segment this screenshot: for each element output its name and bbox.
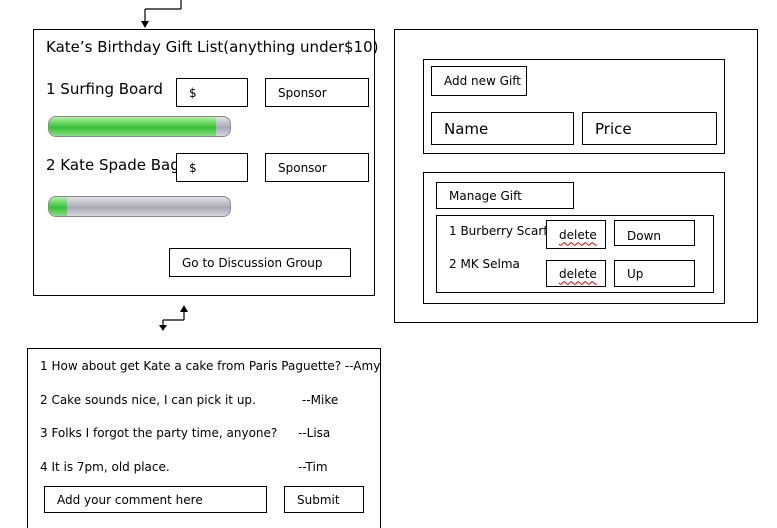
gift-progress-fill [49, 197, 68, 216]
comment-text: 1 How about get Kate a cake from Paris P… [40, 359, 381, 373]
comment-author: --Lisa [298, 426, 331, 440]
gift-name-input[interactable]: Name [431, 112, 574, 145]
move-up-button[interactable]: Up [614, 260, 695, 287]
comment-text: 4 It is 7pm, old place. [40, 460, 170, 474]
managed-gift-label: 1 Burberry Scarf [449, 224, 548, 238]
comment-author: --Mike [302, 393, 339, 407]
comment-author: --Tim [298, 460, 328, 474]
add-gift-button[interactable]: Add new Gift [431, 66, 527, 96]
comment-text: 3 Folks I forgot the party time, anyone? [40, 426, 278, 440]
sponsor-button[interactable]: Sponsor [265, 78, 369, 107]
gift-progress-fill [49, 117, 216, 136]
delete-label: delete [559, 227, 597, 242]
gift-progress-bar [48, 196, 231, 217]
delete-button[interactable]: delete [546, 220, 606, 249]
gift-price-input[interactable]: Price [582, 112, 717, 145]
managed-gift-label: 2 MK Selma [449, 257, 520, 271]
gift-item-label: 2 Kate Spade Bag [46, 156, 180, 174]
discussion-group-button[interactable]: Go to Discussion Group [169, 248, 351, 277]
delete-label: delete [559, 266, 597, 281]
amount-input[interactable]: $ [176, 153, 248, 182]
gift-item-label: 1 Surfing Board [46, 80, 163, 98]
gift-progress-bar [48, 116, 231, 137]
delete-button[interactable]: delete [546, 260, 606, 287]
amount-input[interactable]: $ [176, 78, 248, 107]
submit-button[interactable]: Submit [284, 486, 364, 513]
add-gift-section: Add new Gift Name Price [423, 59, 725, 154]
comment-input[interactable]: Add your comment here [44, 486, 267, 513]
manage-gift-section: Manage Gift 1 Burberry Scarf delete Down… [423, 172, 725, 304]
manage-panel: Add new Gift Name Price Manage Gift 1 Bu… [394, 29, 758, 323]
gift-list-panel: Kate’s Birthday Gift List(anything under… [33, 29, 379, 296]
gift-list-title: Kate’s Birthday Gift List(anything under… [46, 38, 379, 56]
sponsor-button[interactable]: Sponsor [265, 153, 369, 182]
move-down-button[interactable]: Down [614, 220, 695, 246]
discussion-panel: 1 How about get Kate a cake from Paris P… [27, 348, 381, 528]
manage-gift-list: 1 Burberry Scarf delete Down 2 MK Selma … [436, 215, 714, 293]
manage-gift-header: Manage Gift [436, 182, 574, 209]
comment-text: 2 Cake sounds nice, I can pick it up. [40, 393, 256, 407]
